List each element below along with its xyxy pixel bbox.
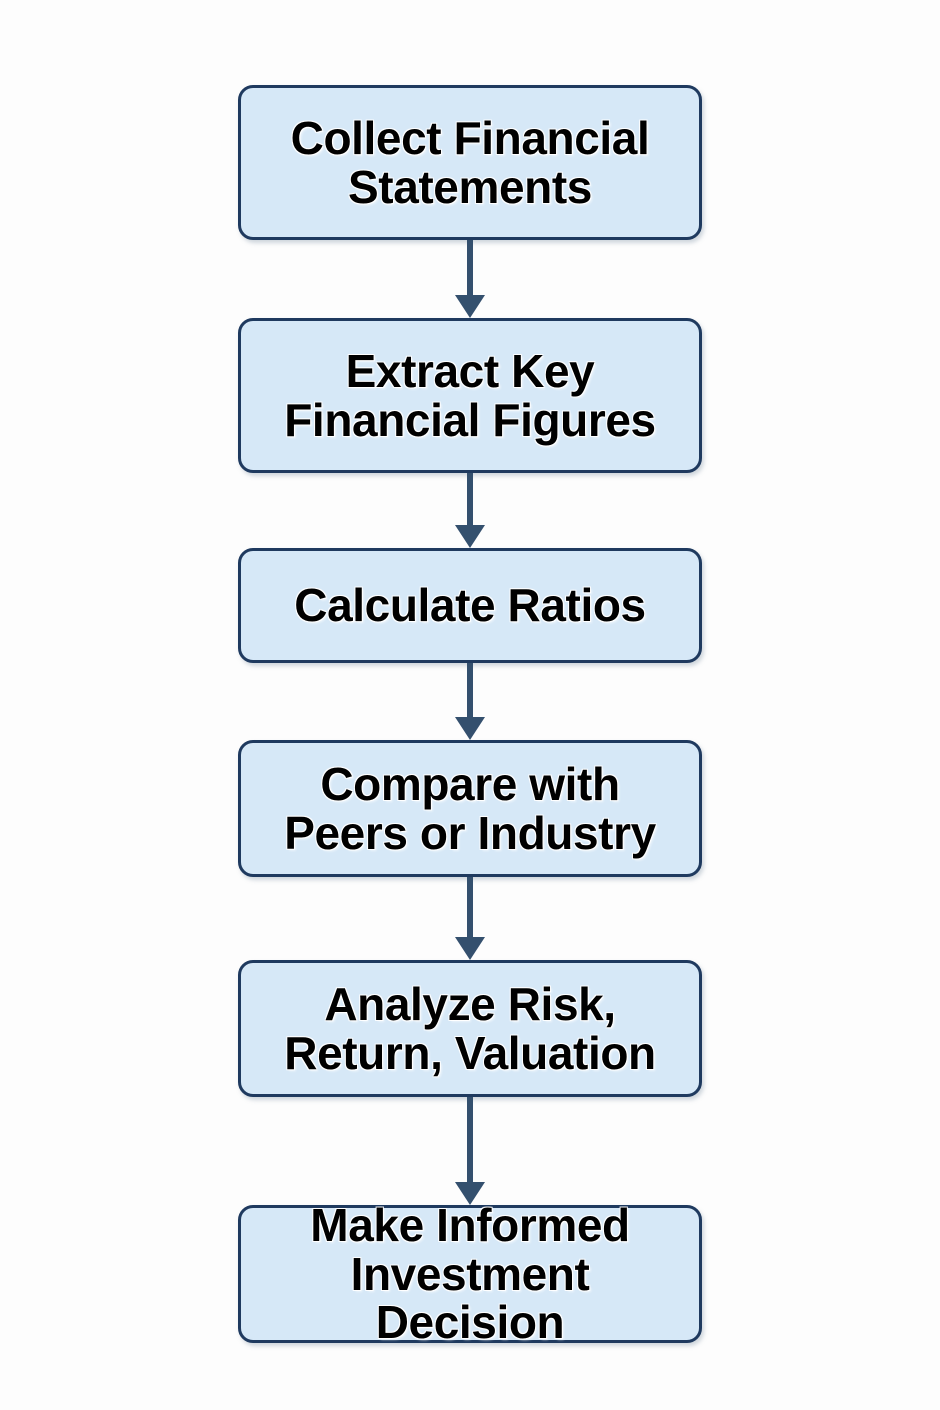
arrow-head: [455, 1182, 485, 1205]
arrow-head: [455, 937, 485, 960]
arrow-down-icon-1: [455, 240, 485, 318]
flow-node-label: Collect Financial Statements: [290, 111, 650, 213]
arrow-shaft: [467, 473, 473, 526]
arrow-down-icon-2: [455, 473, 485, 548]
flow-node-make-informed-investment-decision[interactable]: Make Informed Investment Decision: [238, 1200, 702, 1347]
flow-node-label: Extract Key Financial Figures: [284, 344, 656, 446]
flow-node-label: Analyze Risk, Return, Valuation: [284, 977, 656, 1079]
flow-node-label: Compare with Peers or Industry: [284, 757, 656, 859]
arrow-down-icon-5: [455, 1097, 485, 1205]
flow-node-label: Make Informed Investment Decision: [310, 1198, 630, 1349]
arrow-head: [455, 717, 485, 740]
flow-node-analyze-risk-return-valuation[interactable]: Analyze Risk, Return, Valuation: [238, 960, 702, 1097]
flow-node-calculate-ratios[interactable]: Calculate Ratios: [238, 548, 702, 663]
arrow-shaft: [467, 663, 473, 718]
flow-node-label: Calculate Ratios: [294, 579, 646, 632]
arrow-head: [455, 525, 485, 548]
flow-node-extract-key-financial-figures[interactable]: Extract Key Financial Figures: [238, 318, 702, 473]
flow-node-compare-with-peers-or-industry[interactable]: Compare with Peers or Industry: [238, 740, 702, 877]
arrow-head: [455, 295, 485, 318]
flow-node-collect-financial-statements[interactable]: Collect Financial Statements: [238, 85, 702, 240]
arrow-down-icon-3: [455, 663, 485, 740]
arrow-down-icon-4: [455, 877, 485, 960]
arrow-shaft: [467, 877, 473, 938]
arrow-shaft: [467, 1097, 473, 1183]
arrow-shaft: [467, 240, 473, 296]
